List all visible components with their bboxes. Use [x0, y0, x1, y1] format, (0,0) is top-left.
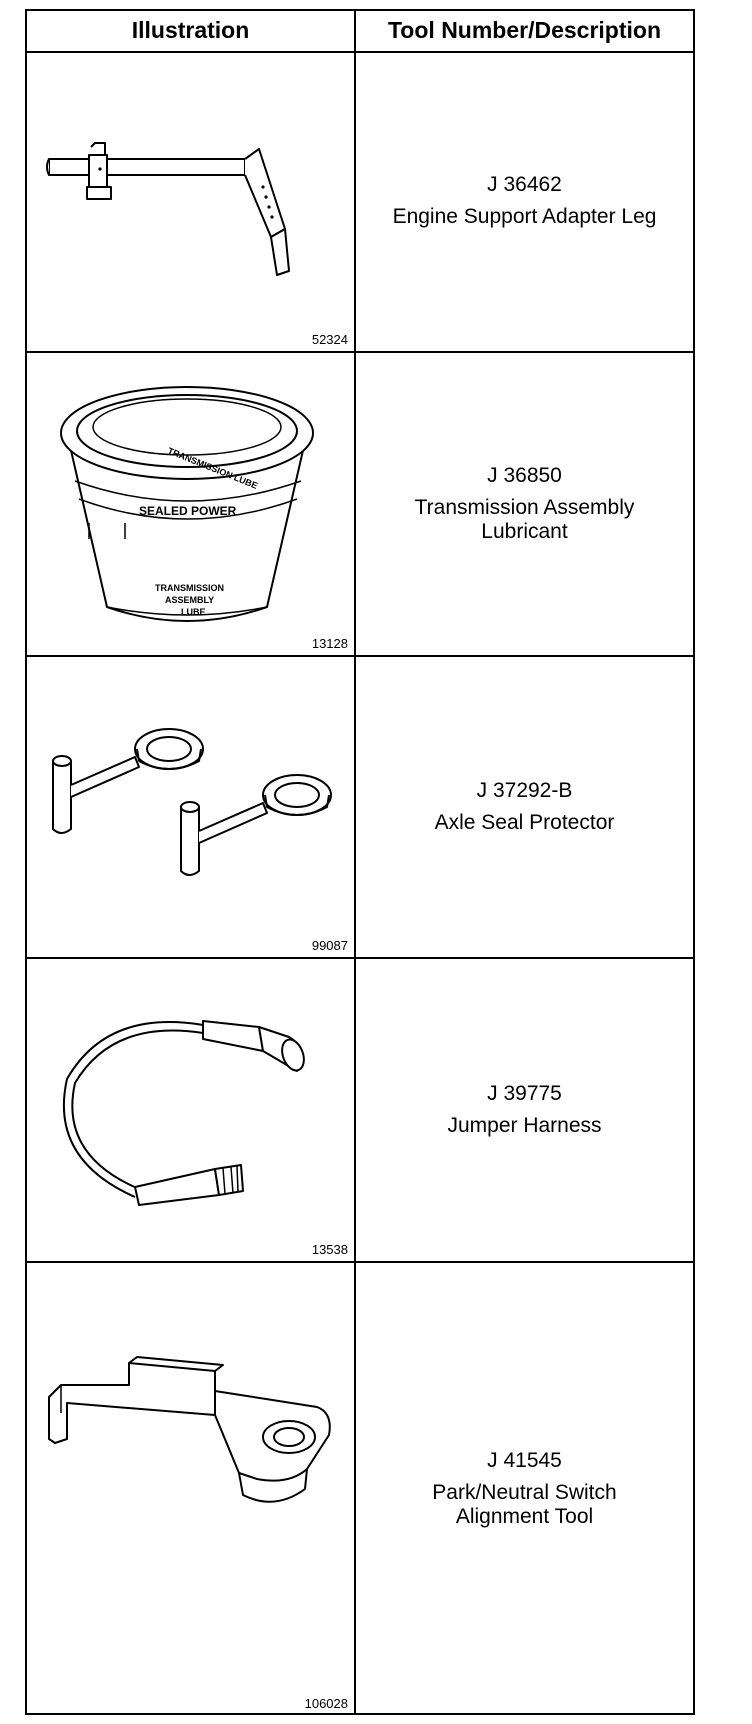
tub-label-line: TRANSMISSION [155, 583, 224, 593]
axle-seal-protector-icon [52, 728, 332, 876]
tool-description-line: Lubricant [481, 520, 568, 543]
figure-number: 13128 [311, 636, 348, 651]
tool-description-line: Engine Support Adapter Leg [392, 205, 657, 228]
adapter-leg-icon [46, 142, 290, 276]
tool-table: Illustration Tool Number/Description [25, 9, 695, 1715]
column-divider [354, 11, 356, 1713]
table-row: 106028 J 41545 Park/Neutral Switch Align… [27, 1263, 693, 1715]
header-illustration: Illustration [131, 17, 250, 43]
description-cell: J 36850 Transmission Assembly Lubricant [356, 353, 693, 655]
figure-number: 13538 [311, 1242, 348, 1257]
illustration-cell: 106028 [27, 1263, 354, 1715]
illustration-cell: 52324 [27, 51, 354, 351]
tool-description-line: Transmission Assembly [414, 496, 635, 519]
table-row: TRANSMISSION LUBE SEALED POWER TRANSMISS… [27, 353, 693, 657]
description-cell: J 37292-B Axle Seal Protector [356, 657, 693, 957]
tool-number: J 37292-B [476, 779, 573, 802]
tub-label-line: LUBE [181, 607, 206, 617]
figure-number: 99087 [311, 938, 348, 953]
table-row: 99087 J 37292-B Axle Seal Protector [27, 657, 693, 959]
table-header: Illustration Tool Number/Description [27, 11, 693, 53]
description-cell: J 36462 Engine Support Adapter Leg [356, 51, 693, 351]
tool-description-line: Axle Seal Protector [434, 811, 615, 834]
description-cell: J 41545 Park/Neutral Switch Alignment To… [356, 1263, 693, 1715]
table-row: 13538 J 39775 Jumper Harness [27, 959, 693, 1263]
tool-number: J 36850 [487, 464, 562, 487]
lubricant-tub-icon: TRANSMISSION LUBE SEALED POWER TRANSMISS… [60, 386, 314, 622]
tool-number: J 41545 [487, 1449, 562, 1472]
description-cell: J 39775 Jumper Harness [356, 959, 693, 1261]
header-tool: Tool Number/Description [387, 17, 662, 43]
tool-description-line: Park/Neutral Switch [432, 1481, 617, 1504]
tool-number: J 36462 [487, 173, 562, 196]
tool-number: J 39775 [487, 1082, 562, 1105]
illustration-cell: TRANSMISSION LUBE SEALED POWER TRANSMISS… [27, 353, 354, 655]
jumper-harness-icon [62, 1020, 305, 1206]
alignment-tool-icon [48, 1356, 331, 1503]
table-row: 52324 J 36462 Engine Support Adapter Leg [27, 51, 693, 353]
tool-description-line: Jumper Harness [447, 1114, 602, 1137]
illustration-cell: 99087 [27, 657, 354, 957]
tool-description-line: Alignment Tool [455, 1505, 594, 1528]
tub-label-line: ASSEMBLY [165, 595, 214, 605]
figure-number: 52324 [311, 332, 348, 347]
illustration-cell: 13538 [27, 959, 354, 1261]
figure-number: 106028 [304, 1696, 348, 1711]
tub-band-label: SEALED POWER [139, 504, 237, 518]
